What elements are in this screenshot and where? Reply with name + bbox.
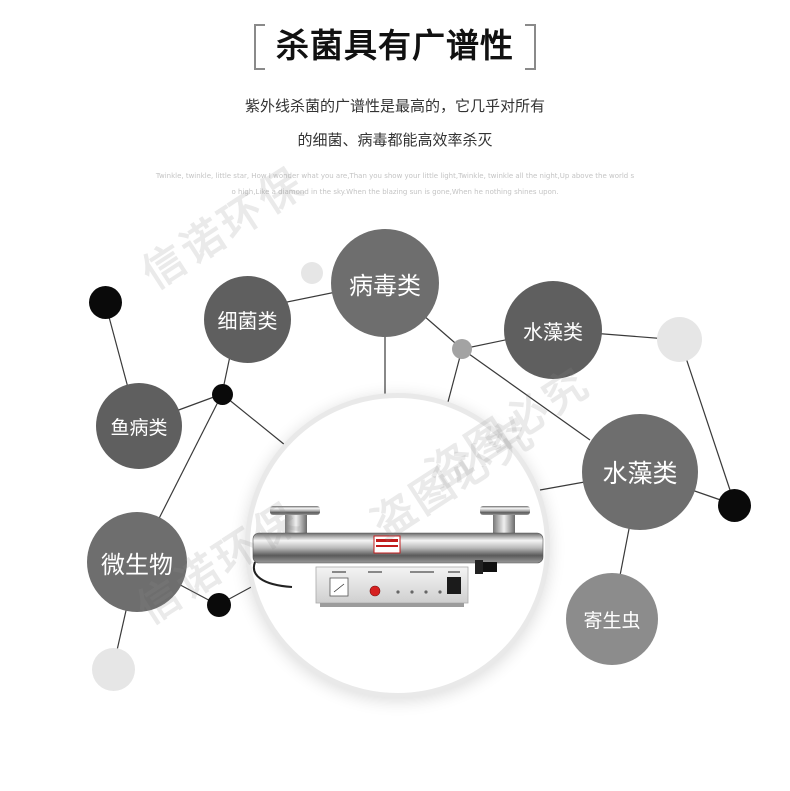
bubble-virus: 病毒类 <box>331 229 439 337</box>
faint-text-line-1: Twinkle, twinkle, little star, How I won… <box>155 172 635 180</box>
title-wrap: 杀菌具有广谱性 <box>0 22 790 72</box>
dot-black-2 <box>212 384 233 405</box>
page-title: 杀菌具有广谱性 <box>254 22 536 70</box>
dot-grey-1 <box>452 339 472 359</box>
dot-black-1 <box>89 286 122 319</box>
dot-black-4 <box>207 593 231 617</box>
title-bracket-right <box>525 24 536 70</box>
bubble-algae-large: 水藻类 <box>582 414 698 530</box>
bubble-parasite: 寄生虫 <box>566 573 658 665</box>
description-line-2: 的细菌、病毒都能高效率杀灭 <box>297 131 493 149</box>
dot-light-1 <box>301 262 323 284</box>
description-line-1: 紫外线杀菌的广谱性是最高的，它几乎对所有 <box>244 97 545 115</box>
bubble-fish-disease: 鱼病类 <box>96 383 182 469</box>
title-bracket-left <box>254 24 265 70</box>
dot-black-3 <box>718 489 751 522</box>
bubble-algae-small: 水藻类 <box>504 281 602 379</box>
dot-light-2 <box>657 317 702 362</box>
bubble-bacteria: 细菌类 <box>204 276 291 363</box>
dot-light-3 <box>92 648 135 691</box>
page-title-text: 杀菌具有广谱性 <box>276 26 514 65</box>
faint-text-line-2: o high,Like a diamond in the sky.When th… <box>231 188 559 196</box>
bubble-microorganism: 微生物 <box>87 512 187 612</box>
